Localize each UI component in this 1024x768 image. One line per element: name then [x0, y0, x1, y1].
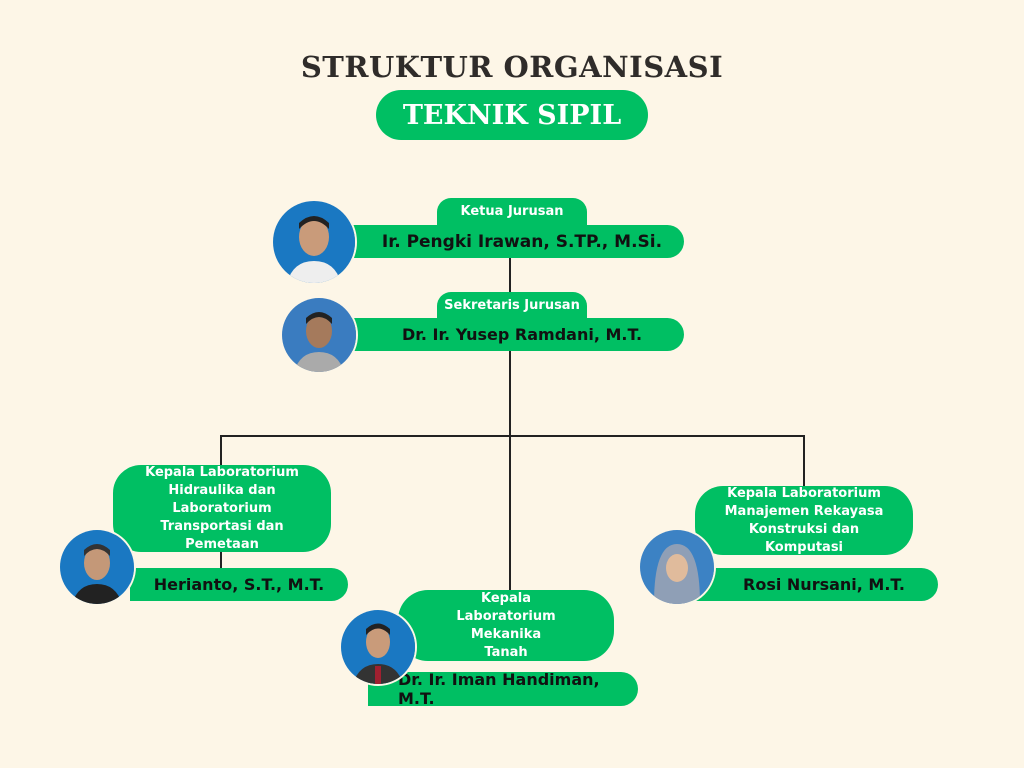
chart-title: STRUKTUR ORGANISASI: [300, 50, 724, 84]
name-bar: Herianto, S.T., M.T.: [130, 568, 348, 601]
connector-line: [220, 435, 222, 465]
role-label: Kepala Laboratorium Hidraulika dan Labor…: [113, 465, 331, 552]
connector-line: [509, 258, 511, 320]
avatar-photo: [339, 608, 417, 686]
connector-line: [220, 435, 805, 437]
connector-line: [803, 435, 805, 487]
department-pill: TEKNIK SIPIL: [376, 90, 648, 140]
avatar-photo: [280, 296, 358, 374]
connector-line: [220, 552, 222, 568]
role-label: Ketua Jurusan: [437, 198, 587, 226]
name-bar: Ir. Pengki Irawan, S.TP., M.Si.: [340, 225, 684, 258]
avatar-photo: [638, 528, 716, 606]
connector-line: [509, 351, 511, 591]
role-label: Kepala Laboratorium Manajemen Rekayasa K…: [695, 486, 913, 555]
avatar-photo: [58, 528, 136, 606]
name-bar: Dr. Ir. Yusep Ramdani, M.T.: [340, 318, 684, 351]
role-label: Sekretaris Jurusan: [437, 292, 587, 320]
name-bar: Rosi Nursani, M.T.: [690, 568, 938, 601]
name-bar: Dr. Ir. Iman Handiman, M.T.: [368, 670, 638, 708]
avatar-photo: [271, 199, 357, 285]
role-label: Kepala Laboratorium Mekanika Tanah: [398, 590, 614, 661]
